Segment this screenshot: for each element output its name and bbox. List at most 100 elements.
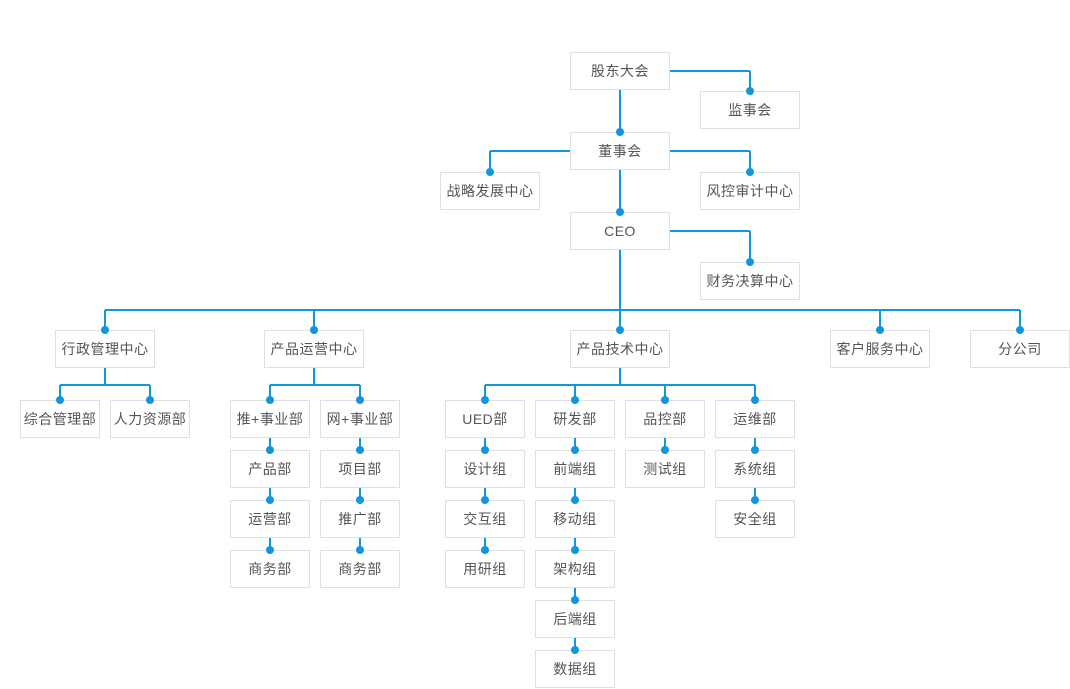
- org-node[interactable]: 商务部: [230, 550, 310, 588]
- connector-dot: [746, 87, 754, 95]
- org-node-label: 产品运营中心: [270, 341, 358, 357]
- connector-dot: [661, 446, 669, 454]
- org-node-label: 研发部: [553, 411, 597, 427]
- connector-dot: [356, 546, 364, 554]
- connector-dot: [876, 326, 884, 334]
- connector-dot: [616, 128, 624, 136]
- connector-dot: [356, 396, 364, 404]
- org-node[interactable]: 综合管理部: [20, 400, 100, 438]
- org-node[interactable]: 测试组: [625, 450, 705, 488]
- org-node[interactable]: 数据组: [535, 650, 615, 688]
- connector-dot: [266, 446, 274, 454]
- org-node-label: 人力资源部: [113, 411, 187, 427]
- org-node[interactable]: 商务部: [320, 550, 400, 588]
- org-node-label: 品控部: [643, 411, 687, 427]
- org-node-label: 测试组: [643, 461, 687, 477]
- connector-dot: [746, 258, 754, 266]
- connector-dot: [356, 446, 364, 454]
- org-node[interactable]: 项目部: [320, 450, 400, 488]
- connector-dot: [266, 396, 274, 404]
- org-node-label: 商务部: [248, 561, 292, 577]
- org-node[interactable]: 人力资源部: [110, 400, 190, 438]
- org-node[interactable]: 股东大会: [570, 52, 670, 90]
- org-node[interactable]: 产品技术中心: [570, 330, 670, 368]
- org-node-label: 产品技术中心: [576, 341, 664, 357]
- org-node[interactable]: 行政管理中心: [55, 330, 155, 368]
- org-node-label: 客户服务中心: [836, 341, 924, 357]
- org-node[interactable]: CEO: [570, 212, 670, 250]
- org-node-label: 推+事业部: [236, 411, 304, 427]
- connector-dot: [101, 326, 109, 334]
- connector-dot: [146, 396, 154, 404]
- org-node[interactable]: 财务决算中心: [700, 262, 800, 300]
- org-node-label: 交互组: [463, 511, 507, 527]
- org-node[interactable]: 网+事业部: [320, 400, 400, 438]
- org-node[interactable]: 交互组: [445, 500, 525, 538]
- org-node[interactable]: 战略发展中心: [440, 172, 540, 210]
- org-node[interactable]: UED部: [445, 400, 525, 438]
- org-node[interactable]: 监事会: [700, 91, 800, 129]
- org-node-label: 架构组: [553, 561, 597, 577]
- org-node-label: 安全组: [733, 511, 777, 527]
- org-node[interactable]: 产品部: [230, 450, 310, 488]
- connector-dot: [571, 496, 579, 504]
- connector-dot: [751, 496, 759, 504]
- connector-dot: [486, 168, 494, 176]
- connector-dot: [616, 326, 624, 334]
- org-node[interactable]: 研发部: [535, 400, 615, 438]
- org-node-label: 项目部: [338, 461, 382, 477]
- org-node-label: 分公司: [998, 341, 1042, 357]
- org-node[interactable]: 董事会: [570, 132, 670, 170]
- org-node-label: 数据组: [553, 661, 597, 677]
- org-node[interactable]: 安全组: [715, 500, 795, 538]
- connector-dot: [571, 446, 579, 454]
- connector-dot: [661, 396, 669, 404]
- org-node[interactable]: 品控部: [625, 400, 705, 438]
- org-node-label: 用研组: [463, 561, 507, 577]
- org-node[interactable]: 客户服务中心: [830, 330, 930, 368]
- connector-dot: [751, 396, 759, 404]
- connector-dot: [751, 446, 759, 454]
- org-node-label: 行政管理中心: [61, 341, 149, 357]
- org-node[interactable]: 移动组: [535, 500, 615, 538]
- connector-dot: [1016, 326, 1024, 334]
- org-node[interactable]: 推广部: [320, 500, 400, 538]
- org-node[interactable]: 分公司: [970, 330, 1070, 368]
- connector-dot: [266, 546, 274, 554]
- org-node-label: 风控审计中心: [706, 183, 794, 199]
- org-node[interactable]: 后端组: [535, 600, 615, 638]
- org-node[interactable]: 架构组: [535, 550, 615, 588]
- connector-dot: [481, 546, 489, 554]
- org-node-label: 网+事业部: [326, 411, 394, 427]
- connector-dot: [56, 396, 64, 404]
- org-node[interactable]: 前端组: [535, 450, 615, 488]
- org-node-label: 运维部: [733, 411, 777, 427]
- org-node-label: 董事会: [598, 143, 642, 159]
- connector-dot: [616, 208, 624, 216]
- org-node[interactable]: 用研组: [445, 550, 525, 588]
- connector-dot: [356, 496, 364, 504]
- connector-dot: [571, 646, 579, 654]
- org-node[interactable]: 产品运营中心: [264, 330, 364, 368]
- org-node[interactable]: 设计组: [445, 450, 525, 488]
- org-node-label: 股东大会: [591, 63, 649, 79]
- org-node[interactable]: 运营部: [230, 500, 310, 538]
- org-node[interactable]: 运维部: [715, 400, 795, 438]
- connector-dot: [571, 546, 579, 554]
- org-node[interactable]: 系统组: [715, 450, 795, 488]
- connector-dot: [481, 446, 489, 454]
- org-node-label: 监事会: [728, 102, 772, 118]
- org-node-label: 推广部: [338, 511, 382, 527]
- org-node-label: 财务决算中心: [706, 273, 794, 289]
- org-node[interactable]: 风控审计中心: [700, 172, 800, 210]
- org-node-label: 前端组: [553, 461, 597, 477]
- org-node-label: 战略发展中心: [446, 183, 534, 199]
- connector-dot: [481, 496, 489, 504]
- org-node[interactable]: 推+事业部: [230, 400, 310, 438]
- org-node-label: 商务部: [338, 561, 382, 577]
- org-node-label: 产品部: [248, 461, 292, 477]
- connector-dot: [481, 396, 489, 404]
- connector-dot: [746, 168, 754, 176]
- connector-dot: [571, 596, 579, 604]
